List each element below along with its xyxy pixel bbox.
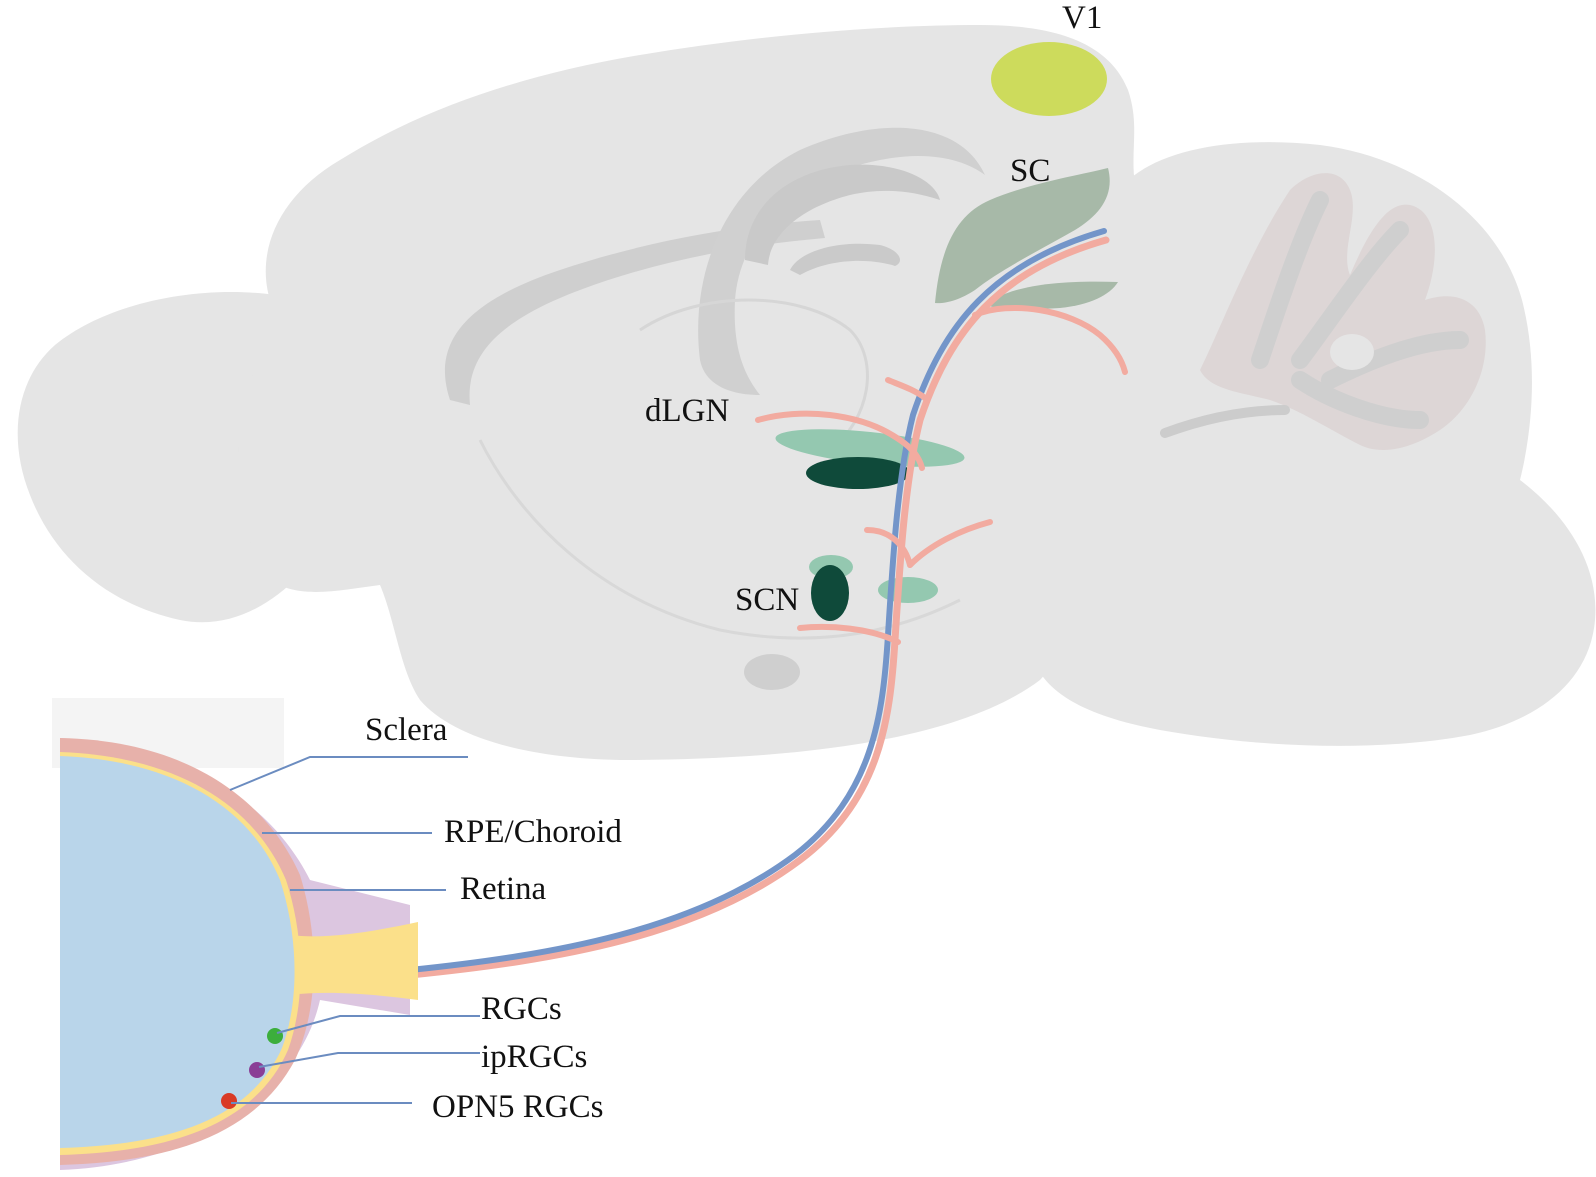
- dlgn-branch-upper: [885, 377, 928, 401]
- sclera-leader: [229, 756, 468, 791]
- thalamus-outline: [639, 298, 869, 452]
- pituitary: [744, 654, 800, 690]
- v1-region: [991, 42, 1107, 116]
- label-sclera: Sclera: [365, 712, 448, 748]
- label-opn5-rgcs: OPN5 RGCs: [432, 1089, 603, 1125]
- optic-nerve-pink: [406, 236, 1110, 979]
- cerebellum: [1029, 142, 1596, 746]
- iprgc-leader: [258, 1052, 480, 1068]
- sc-lower-layer: [985, 281, 1118, 310]
- fourth-ventricle: [1330, 334, 1374, 370]
- labels: V1 SC dLGN SCN Sclera RPE/Choroid Retina…: [365, 0, 1102, 1125]
- label-v1: V1: [1062, 0, 1102, 36]
- opn5-dot: [221, 1093, 237, 1109]
- leader-lines: [229, 756, 480, 1104]
- arbor-vitae: [1251, 191, 1469, 429]
- brain-sagittal-section: [17, 25, 1596, 760]
- cerebellar-peduncle: [1160, 405, 1290, 438]
- hippocampus: [698, 127, 985, 395]
- scn-dark: [811, 565, 849, 621]
- label-sc: SC: [1010, 153, 1050, 189]
- vitreous: [60, 756, 295, 1148]
- cerebrum: [238, 25, 1149, 760]
- scn-branch: [797, 623, 901, 645]
- label-rpe-choroid: RPE/Choroid: [444, 814, 622, 850]
- midbrain-branch-right: [907, 519, 993, 568]
- label-iprgcs: ipRGCs: [481, 1039, 587, 1075]
- rgc-dot: [267, 1028, 283, 1044]
- label-retina: Retina: [460, 871, 546, 907]
- olfactory-bulb: [17, 292, 301, 623]
- sc-branch: [972, 304, 1128, 375]
- eye: [52, 698, 418, 1170]
- iprgc-dot: [249, 1062, 265, 1078]
- scn-light-right: [878, 577, 938, 603]
- label-rgcs: RGCs: [481, 991, 562, 1027]
- sc-region: [935, 168, 1110, 304]
- dlgn-dark: [806, 457, 910, 489]
- label-scn: SCN: [735, 582, 799, 618]
- third-ventricle: [790, 243, 900, 275]
- dlgn-branch: [755, 410, 925, 471]
- label-dlgn: dLGN: [645, 393, 729, 429]
- brain-targets: [775, 42, 1118, 621]
- optic-pathway: [406, 228, 1128, 979]
- lateral-ventricle: [745, 164, 940, 265]
- corpus-callosum: [444, 220, 825, 405]
- optic-nerve-blue: [407, 228, 1107, 973]
- optic-nerve-head: [290, 922, 418, 1000]
- rgc-leader: [276, 1015, 480, 1034]
- midbrain-branch-left: [864, 527, 913, 568]
